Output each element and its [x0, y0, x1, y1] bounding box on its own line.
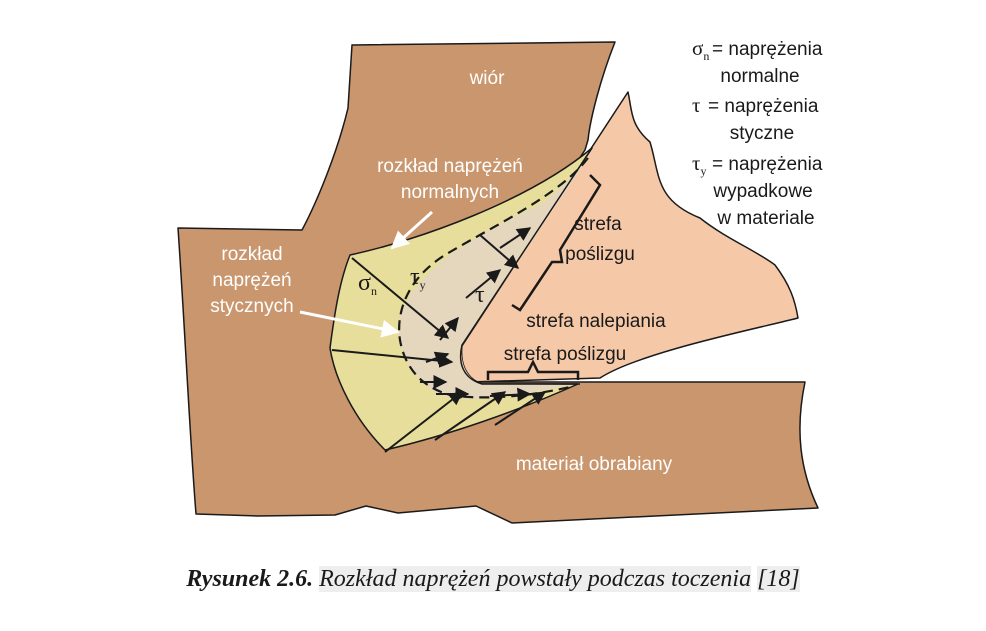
- caption-label: Rysunek 2.6.: [186, 566, 314, 592]
- caption-ref: [18]: [757, 566, 800, 592]
- label-workpiece: materiał obrabiany: [516, 454, 673, 475]
- legend-tau-line-1: = naprężenia: [708, 96, 819, 117]
- chip-and-workpiece-body: [177, 41, 819, 524]
- legend-tau-y-line-3: w materiale: [716, 208, 814, 229]
- label-sliding-top-2: poślizgu: [565, 244, 635, 265]
- label-normal-dist-2: normalnych: [401, 182, 499, 203]
- label-sliding-top-1: strefa: [574, 214, 622, 235]
- bracket-sliding-top: [511, 174, 602, 312]
- label-shear-dist-1: rozkład: [221, 244, 282, 265]
- symbol-tau-y: τy: [410, 264, 426, 292]
- bracket-sliding-bottom: [486, 359, 580, 380]
- shear-stress-arrows: [420, 227, 532, 402]
- legend-tau-y: τy: [692, 151, 706, 178]
- caption-text: Rozkład naprężeń powstały podczas toczen…: [319, 566, 752, 592]
- legend-sigma-line-2: normalne: [720, 66, 799, 87]
- cutting-stress-diagram: wiór rozkład naprężeń normalnych rozkład…: [177, 36, 823, 524]
- cutting-tool: [454, 91, 799, 383]
- legend-sigma-line-1: = naprężenia: [712, 39, 823, 60]
- legend-tau-line-2: styczne: [730, 123, 794, 144]
- label-shear-dist-3: stycznych: [210, 296, 293, 317]
- pointer-shear-dist: [299, 310, 400, 338]
- label-sticking: strefa nalepiania: [526, 311, 666, 332]
- pointer-normal-dist: [390, 210, 434, 250]
- label-sliding-bottom: strefa poślizgu: [504, 344, 627, 365]
- label-chip: wiór: [469, 68, 506, 89]
- legend-tau-y-line-2: wypadkowe: [712, 181, 812, 202]
- symbol-tau: τ: [475, 282, 485, 308]
- figure-caption: Rysunek 2.6. Rozkład naprężeń powstały p…: [0, 566, 986, 593]
- tool-edge: [459, 147, 593, 385]
- legend-tau: τ: [692, 93, 700, 117]
- legend-sigma-n: σn: [692, 36, 709, 63]
- shear-stress-curve: [398, 157, 589, 399]
- symbol-sigma-n: σn: [358, 270, 377, 298]
- legend: σn = naprężenia normalne τ = naprężenia …: [692, 36, 823, 229]
- legend-tau-y-line-1: = naprężenia: [712, 154, 823, 175]
- label-shear-dist-2: naprężeń: [212, 270, 291, 291]
- label-normal-dist-1: rozkład naprężeń: [377, 156, 523, 177]
